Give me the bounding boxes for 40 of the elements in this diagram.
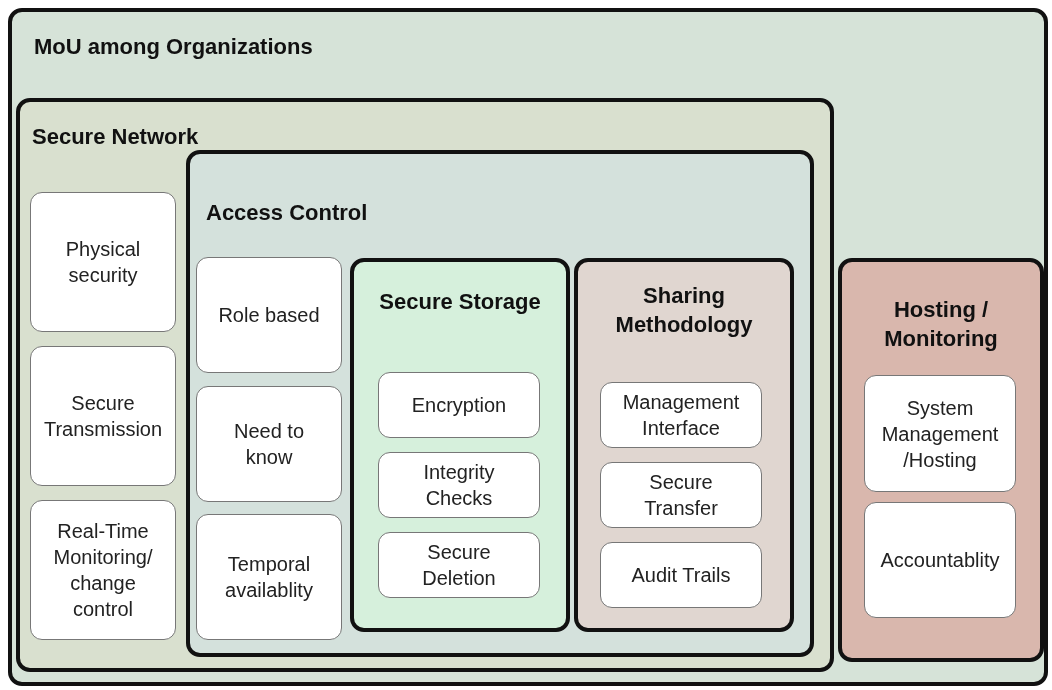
- item-box: [196, 386, 342, 502]
- item-box: [196, 514, 342, 640]
- item-box: [30, 192, 176, 332]
- item-box: [378, 372, 540, 438]
- item-box: [30, 346, 176, 486]
- item-label: System Management /Hosting: [880, 395, 1000, 473]
- item-label: Secure Transfer: [643, 470, 719, 521]
- group-panel: [574, 258, 794, 632]
- item-label: Temporal availablity: [224, 552, 314, 603]
- group-title: Hosting / Monitoring: [883, 296, 999, 353]
- item-label: Secure Deletion: [421, 540, 497, 591]
- group-panel: [186, 150, 814, 657]
- item-box: [864, 502, 1016, 618]
- item-box: [378, 452, 540, 518]
- group-title: MoU among Organizations: [34, 34, 313, 60]
- group-title: Secure Storage: [378, 288, 542, 316]
- item-label: Need to know: [232, 419, 306, 470]
- group-panel: [838, 258, 1044, 662]
- item-label: Integrity Checks: [422, 460, 496, 511]
- item-box: [30, 500, 176, 640]
- group-panel: [350, 258, 570, 632]
- group-title: Sharing Methodology: [614, 282, 754, 339]
- item-box: [600, 542, 762, 608]
- item-box: [600, 462, 762, 528]
- item-box: [864, 375, 1016, 492]
- item-label: Audit Trails: [630, 563, 732, 588]
- item-label: Role based: [217, 303, 321, 328]
- item-label: Accountablity: [879, 548, 1001, 573]
- item-label: Encryption: [410, 393, 508, 418]
- group-title: Access Control: [206, 200, 368, 226]
- item-label: Management Interface: [621, 390, 741, 441]
- item-box: [378, 532, 540, 598]
- group-title: Secure Network: [32, 124, 199, 150]
- item-box: [196, 257, 342, 373]
- item-box: [600, 382, 762, 448]
- group-panel: [8, 8, 1048, 686]
- item-label: Physical security: [64, 237, 142, 288]
- group-panel: [16, 98, 834, 672]
- item-label: Real-Time Monitoring/ change control: [52, 519, 154, 622]
- item-label: Secure Transmission: [42, 391, 164, 442]
